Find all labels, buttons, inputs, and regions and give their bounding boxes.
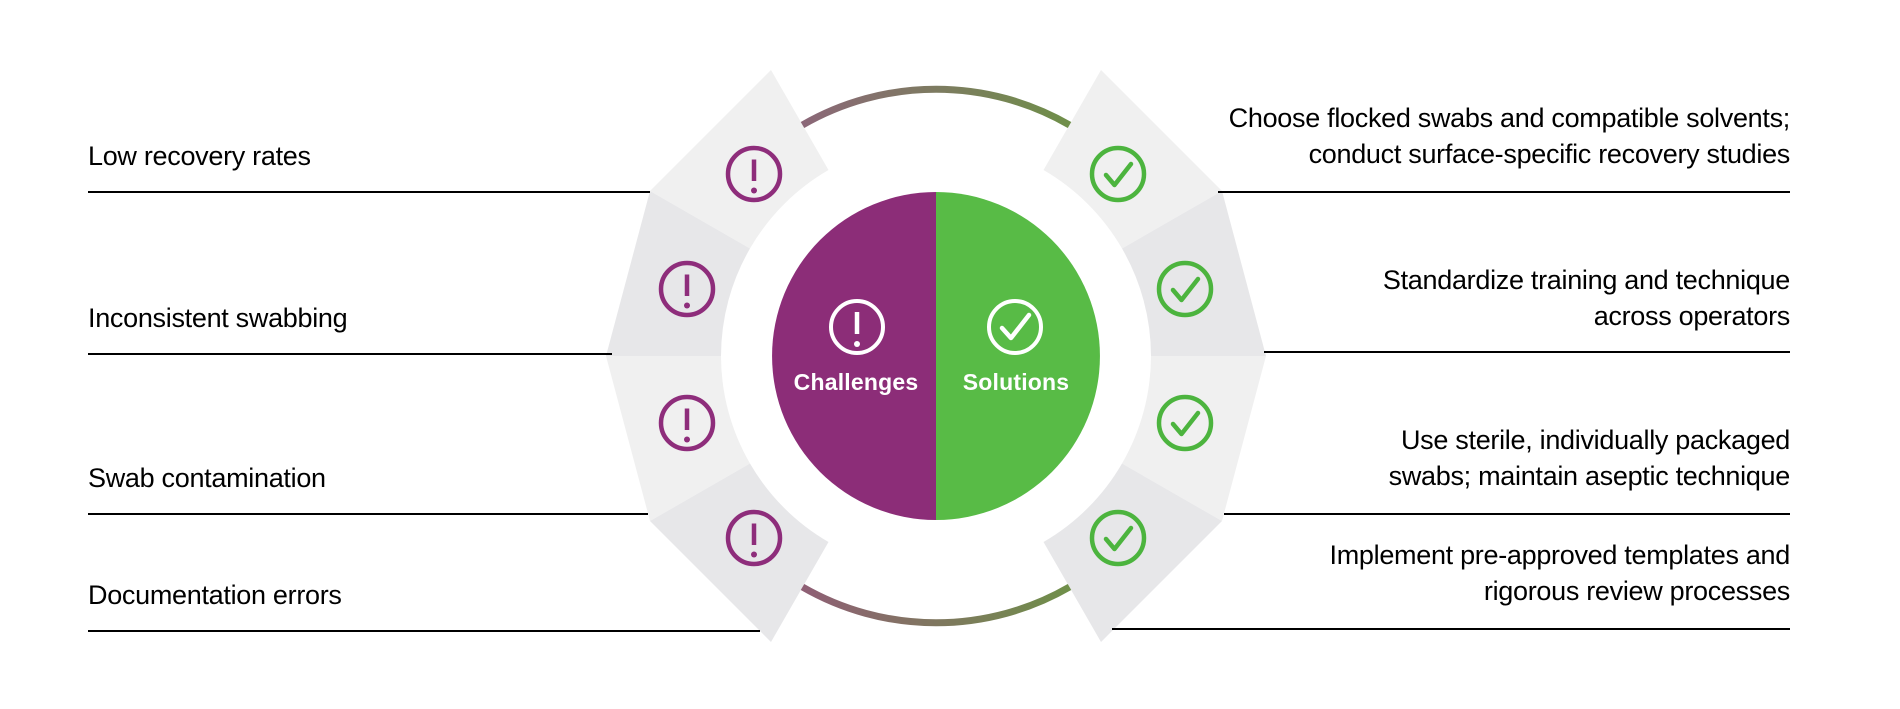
ring-segment-solution-3 xyxy=(1122,356,1266,521)
separator-line-challenge-3 xyxy=(88,513,648,515)
gradient-arc-bottom xyxy=(800,583,1072,627)
ring-exclamation-icon-4 xyxy=(725,509,783,567)
ring-segment-challenge-2 xyxy=(606,191,750,356)
separator-line-solution-2 xyxy=(1264,351,1790,353)
center-circle-challenges-half xyxy=(772,192,936,520)
solution-text-1: Choose flocked swabs and compatible solv… xyxy=(1228,103,1791,169)
separator-line-solution-1 xyxy=(1218,191,1790,193)
separator-line-solution-4 xyxy=(1112,628,1790,630)
challenge-label-4: Documentation errors xyxy=(88,580,342,610)
ring-segment-challenge-1 xyxy=(650,70,829,249)
separator-line-challenge-2 xyxy=(88,353,612,355)
solution-text-3: Use sterile, individually packaged swabs… xyxy=(1388,425,1791,491)
ring-exclamation-icon-1 xyxy=(725,145,783,203)
ring-segment-solution-2 xyxy=(1122,191,1266,356)
solution-text-2: Standardize training and technique acros… xyxy=(1382,265,1790,331)
ring-check-icon-3 xyxy=(1156,394,1214,452)
challenge-label-1: Low recovery rates xyxy=(88,141,311,171)
gradient-arc-top xyxy=(800,85,1072,129)
center-circle-solutions-half xyxy=(936,192,1100,520)
exclamation-circle-icon xyxy=(829,299,885,355)
ring-segment-solution-4 xyxy=(1043,463,1222,642)
ring-exclamation-icon-3 xyxy=(658,394,716,452)
ring-exclamation-icon-2 xyxy=(658,260,716,318)
ring-check-icon-4 xyxy=(1089,509,1147,567)
ring-check-icon-2 xyxy=(1156,260,1214,318)
ring-segment-solution-1 xyxy=(1043,70,1222,249)
challenges-center-label: Challenges xyxy=(793,369,919,395)
solution-text-4: Implement pre-approved templates and rig… xyxy=(1329,540,1791,606)
check-circle-icon xyxy=(987,299,1043,355)
ring-segment-challenge-3 xyxy=(606,356,750,521)
challenge-label-3: Swab contamination xyxy=(88,463,326,493)
separator-line-challenge-4 xyxy=(88,630,760,632)
ring-check-icon-1 xyxy=(1089,145,1147,203)
solutions-center-label: Solutions xyxy=(962,369,1070,395)
ring-segment-challenge-4 xyxy=(650,463,829,642)
challenge-label-2: Inconsistent swabbing xyxy=(88,303,348,333)
separator-line-challenge-1 xyxy=(88,191,650,193)
separator-line-solution-3 xyxy=(1224,513,1790,515)
